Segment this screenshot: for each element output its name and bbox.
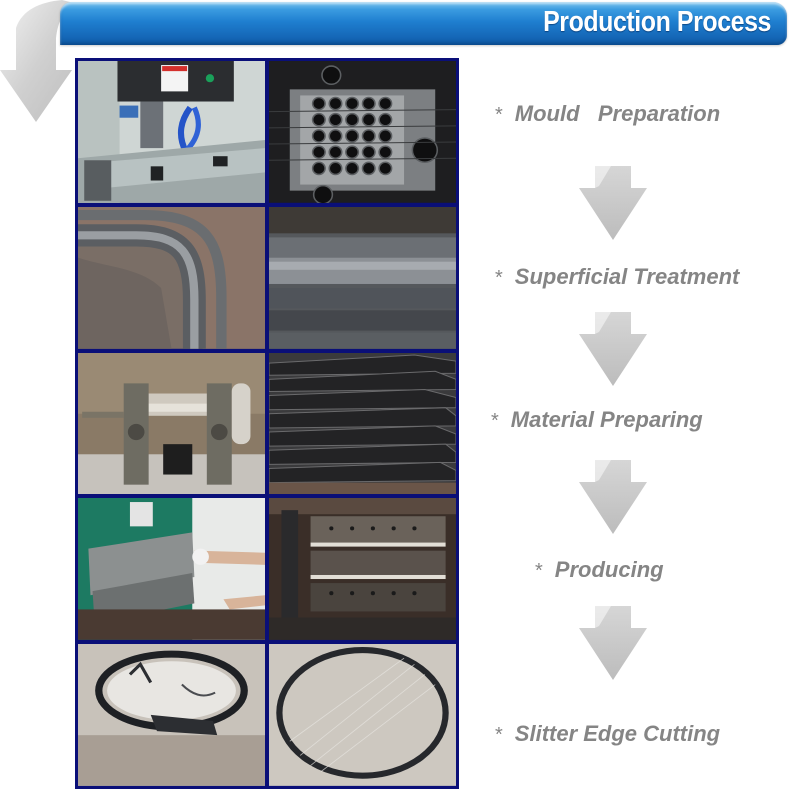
step-material-preparing: * Material Preparing bbox=[491, 407, 703, 433]
down-arrow-icon bbox=[579, 312, 647, 386]
step-label: Superficial Treatment bbox=[514, 264, 740, 289]
photo-rubber-mixing-mill bbox=[78, 352, 265, 495]
step-bullet: * bbox=[495, 267, 503, 289]
header-banner: Production Process bbox=[60, 2, 787, 45]
step-mould-preparation: * Mould Preparation bbox=[495, 101, 720, 127]
step-superficial-treatment: * Superficial Treatment bbox=[495, 264, 739, 290]
photo-seal-with-flash-edges bbox=[78, 644, 265, 786]
photo-cutting-press-operator bbox=[78, 498, 265, 641]
photo-grid bbox=[75, 58, 459, 789]
corner-arrow-icon bbox=[0, 0, 78, 122]
step-bullet: * bbox=[495, 104, 503, 126]
photo-mould-plate-with-holes bbox=[269, 61, 456, 203]
photo-straight-mould-channel bbox=[269, 206, 456, 349]
down-arrow-icon bbox=[579, 166, 647, 240]
photo-vulcanizing-press-mould bbox=[269, 498, 456, 641]
step-bullet: * bbox=[491, 410, 499, 432]
down-arrow-icon bbox=[579, 606, 647, 680]
step-bullet: * bbox=[495, 724, 503, 746]
step-slitter-edge-cutting: * Slitter Edge Cutting bbox=[495, 721, 720, 747]
step-producing: * Producing bbox=[535, 557, 664, 583]
step-label: Material Preparing bbox=[510, 407, 703, 432]
photo-finished-seal-ring bbox=[269, 644, 456, 786]
photo-cnc-milling-machine bbox=[78, 61, 265, 203]
step-label: Slitter Edge Cutting bbox=[514, 721, 721, 746]
step-label: Mould Preparation bbox=[514, 101, 721, 126]
step-label: Producing bbox=[554, 557, 664, 582]
photo-stacked-rubber-sheets bbox=[269, 352, 456, 495]
page-title: Production Process bbox=[543, 6, 771, 38]
step-bullet: * bbox=[535, 560, 543, 582]
photo-curved-mould-channel bbox=[78, 206, 265, 349]
down-arrow-icon bbox=[579, 460, 647, 534]
